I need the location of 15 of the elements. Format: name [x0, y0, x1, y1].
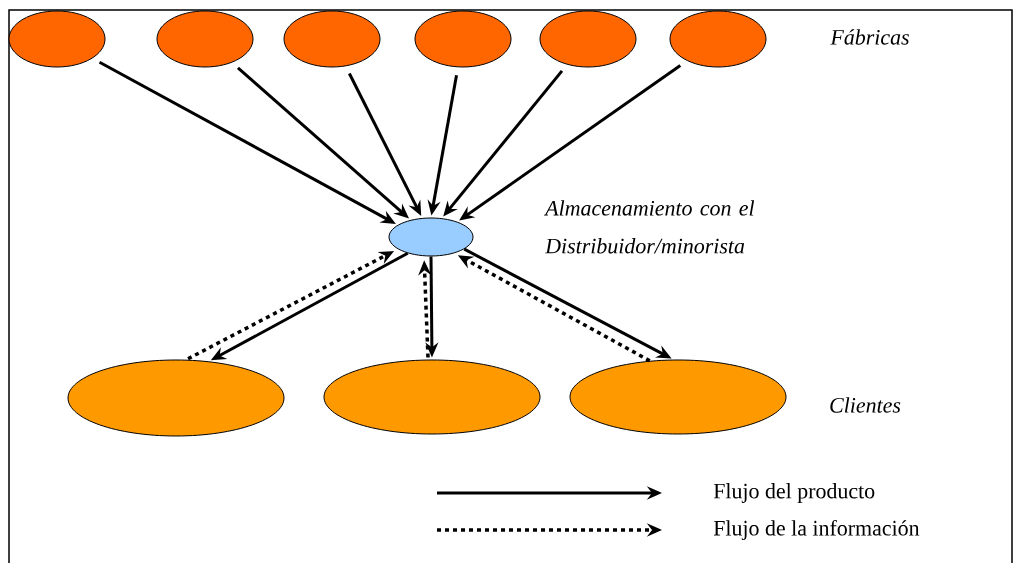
factory-ellipse	[8, 10, 106, 68]
legend-label: Flujo del producto	[713, 483, 875, 503]
factory-ellipse	[156, 10, 254, 68]
factory-ellipse	[539, 10, 637, 68]
factory-ellipse	[669, 10, 767, 68]
warehouse-ellipse	[388, 217, 474, 257]
customer-ellipse	[323, 359, 541, 435]
customer-ellipse	[569, 359, 787, 435]
node-caption: Almacenamiento con el Distribuidor/minorista	[544, 200, 755, 254]
group-label: Clientes	[830, 397, 901, 413]
group-label: Fábricas	[830, 29, 909, 45]
factory-ellipse	[414, 10, 512, 68]
legend-label: Flujo de la información	[713, 519, 920, 541]
factory-ellipse	[283, 10, 381, 68]
customer-ellipse	[67, 359, 285, 437]
